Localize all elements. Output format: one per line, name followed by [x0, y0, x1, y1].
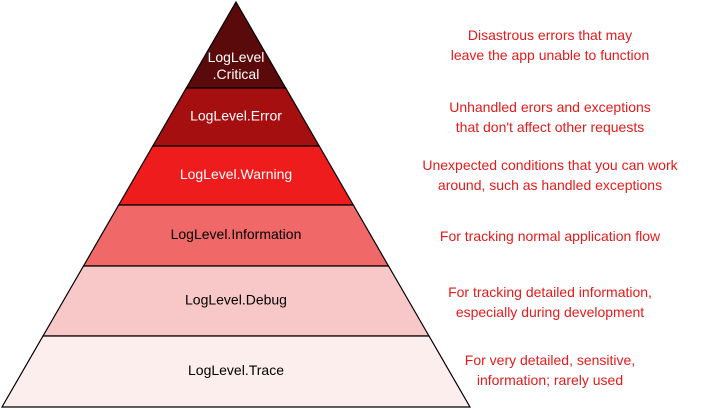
level-label-critical: LogLevel: [208, 49, 265, 65]
description-line: Unhandled erors and exceptions: [449, 99, 651, 115]
pyramid-level-warning: LogLevel.Warning: [117, 145, 355, 206]
description-line: For very detailed, sensitive,: [464, 352, 636, 368]
description-line: leave the app unable to function: [450, 47, 650, 63]
description-line: Disastrous errors that may: [467, 27, 633, 43]
level-label-information: LogLevel.Information: [171, 226, 302, 242]
pyramid-level-trace: LogLevel.Trace: [0, 335, 472, 408]
pyramid-level-critical: LogLevel.Critical: [185, 0, 287, 89]
pyramid-level-information: LogLevel.Information: [82, 204, 390, 267]
pyramid-level-debug: LogLevel.Debug: [41, 265, 431, 337]
description-line: especially during development: [455, 304, 645, 320]
level-description-critical: Disastrous errors that may leave the app …: [410, 25, 690, 65]
level-label-warning: LogLevel.Warning: [180, 166, 292, 182]
description-line: For tracking detailed information,: [448, 284, 652, 300]
level-description-warning: Unexpected conditions that you can work a…: [410, 155, 690, 195]
level-description-error: Unhandled erors and exceptions that don't…: [410, 97, 690, 137]
level-label-error: LogLevel.Error: [190, 108, 282, 124]
level-description-debug: For tracking detailed information, especi…: [410, 282, 690, 322]
description-line: For tracking normal application flow: [439, 228, 661, 244]
level-description-trace: For very detailed, sensitive, information…: [410, 350, 690, 390]
level-description-information: For tracking normal application flow: [410, 226, 690, 246]
pyramid-level-error: LogLevel.Error: [151, 87, 321, 147]
description-line: that don't affect other requests: [455, 119, 645, 135]
level-label-debug: LogLevel.Debug: [185, 292, 287, 308]
level-label-trace: LogLevel.Trace: [188, 362, 284, 378]
description-line: information; rarely used: [476, 372, 624, 388]
level-label-critical: .Critical: [213, 66, 260, 82]
description-line: Unexpected conditions that you can work: [422, 157, 678, 173]
pyramid-band-trace: [0, 335, 472, 408]
description-line: around, such as handled exceptions: [437, 177, 663, 193]
